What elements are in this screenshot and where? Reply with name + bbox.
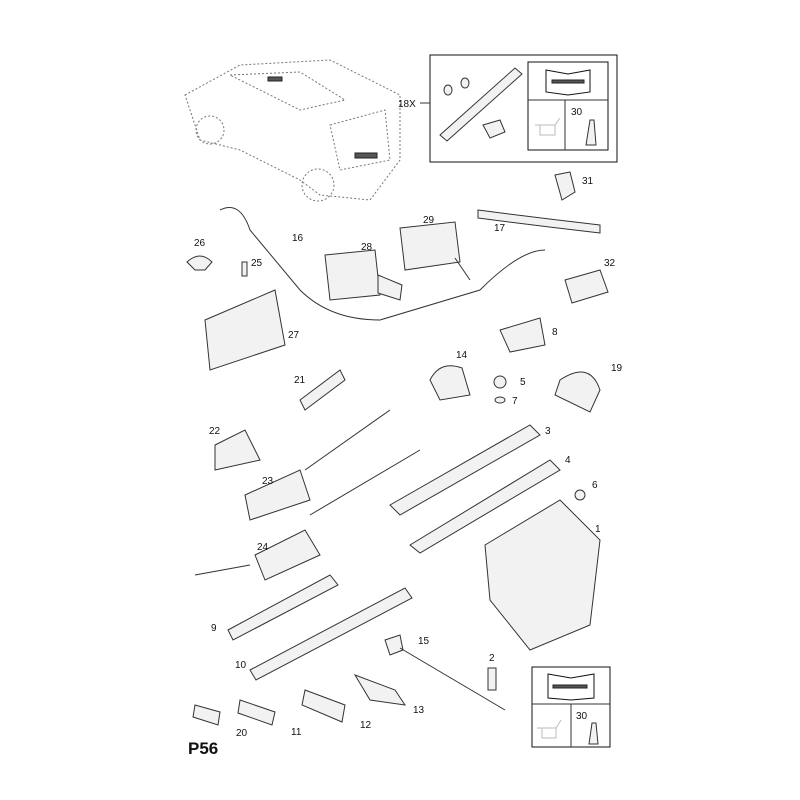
part-15	[384, 634, 404, 656]
part-5-nut	[493, 375, 507, 389]
part-16-cable	[219, 207, 546, 321]
label-6: 6	[592, 480, 598, 491]
part-12	[301, 689, 346, 723]
label-19: 19	[611, 363, 623, 374]
vehicle-illustration	[184, 59, 401, 202]
part-13	[353, 674, 407, 706]
part-26-clip	[186, 255, 213, 271]
label-12: 12	[360, 720, 372, 731]
label-15: 15	[418, 636, 430, 647]
part-23-light	[244, 469, 311, 521]
torque-ref-bottom: 30	[576, 711, 588, 722]
part-2-screw	[487, 667, 497, 691]
label-27: 27	[288, 330, 300, 341]
label-28: 28	[361, 242, 373, 253]
part-22	[214, 429, 261, 471]
part-19-tape	[554, 371, 601, 413]
label-8: 8	[552, 327, 558, 338]
manual-wrench-icon	[545, 69, 591, 96]
label-18x: 18X	[398, 99, 416, 110]
label-24: 24	[257, 542, 269, 553]
kit-box-bottom: 30	[531, 666, 611, 748]
label-26: 26	[194, 238, 206, 249]
label-21: 21	[294, 375, 306, 386]
part-4-wiper-arm	[409, 459, 561, 554]
label-1: 1	[595, 524, 601, 535]
label-32: 32	[604, 258, 616, 269]
part-27-lock	[204, 289, 286, 371]
label-16: 16	[292, 233, 304, 244]
label-9: 9	[211, 623, 217, 634]
diagram-code: P56	[188, 739, 218, 758]
adhesive-bottle-icon	[585, 119, 597, 146]
label-5: 5	[520, 377, 526, 388]
part-14	[429, 365, 471, 401]
part-31	[554, 171, 576, 201]
label-23: 23	[262, 476, 274, 487]
label-20: 20	[236, 728, 248, 739]
label-25: 25	[251, 258, 263, 269]
part-20	[192, 704, 221, 726]
label-22: 22	[209, 426, 221, 437]
kit-box-18x: 18X 30	[398, 54, 618, 163]
part-29-actuator	[399, 221, 461, 271]
torque-ref-top: 30	[571, 107, 583, 118]
part-7-washer	[494, 396, 506, 404]
part-6-washer	[574, 489, 586, 501]
part-28-actuator	[324, 249, 381, 301]
label-11: 11	[291, 727, 302, 738]
label-17: 17	[494, 223, 506, 234]
part-8	[499, 317, 546, 353]
part-3-wiper-arm	[389, 424, 541, 516]
part-10-wiper-blade	[249, 587, 413, 681]
label-4: 4	[565, 455, 571, 466]
oil-can-icon	[535, 117, 561, 136]
label-3: 3	[545, 426, 551, 437]
label-31: 31	[582, 176, 594, 187]
label-2: 2	[489, 653, 495, 664]
part-32-switch	[564, 269, 609, 304]
part-11	[237, 699, 276, 726]
part-9-wiper-blade	[227, 574, 339, 641]
label-7: 7	[512, 396, 518, 407]
part-25-screw	[241, 261, 248, 277]
part-21	[299, 369, 346, 411]
part-24-light	[254, 529, 321, 581]
label-13: 13	[413, 705, 425, 716]
label-14: 14	[456, 350, 468, 361]
label-10: 10	[235, 660, 247, 671]
label-29: 29	[423, 215, 435, 226]
part-17-hose	[477, 209, 601, 234]
part-1-motor	[484, 499, 601, 651]
